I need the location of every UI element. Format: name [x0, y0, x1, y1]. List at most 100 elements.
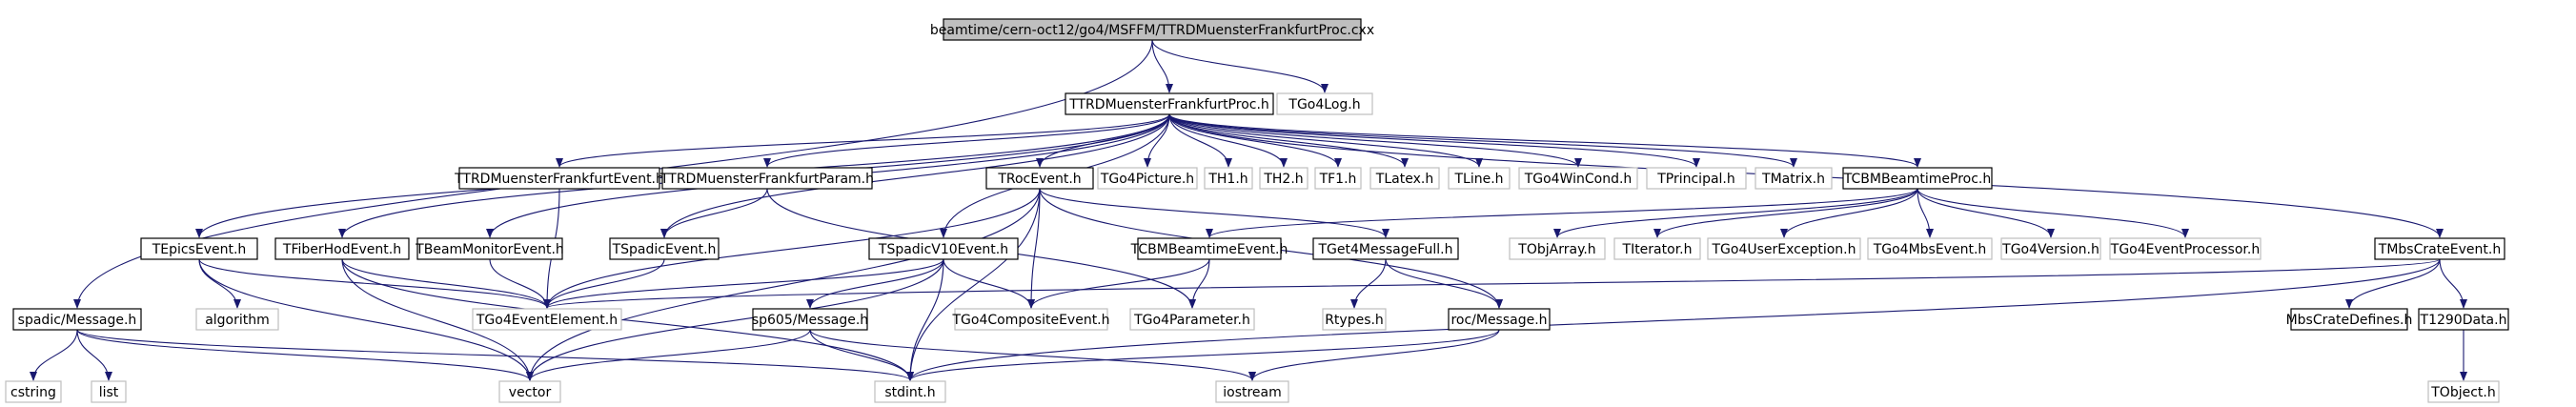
node-label: TGo4EventElement.h [476, 313, 618, 328]
edge-proc_h-to-troc [1036, 113, 1170, 168]
node-box [1867, 237, 1993, 260]
node-titerator-h: TIterator.h [1613, 237, 1701, 260]
node-box [2000, 237, 2101, 260]
node-stdint-h: stdint.h [874, 380, 946, 403]
edge-tmbscrate-to-t1290 [2439, 258, 2467, 309]
edge-sp605-to-iostream [809, 329, 1256, 381]
node-th1-h: TH1.h [1204, 167, 1253, 190]
node-label: TPrincipal.h [1656, 172, 1735, 187]
edge-troc-to-stdint [906, 188, 1041, 381]
edge-tspadic_event-to-go4eventelement [543, 258, 665, 309]
node-tmbscrateevent-h[interactable]: TMbsCrateEvent.h [2374, 237, 2505, 260]
node-tspadicv10event-h[interactable]: TSpadicV10Event.h [868, 237, 1019, 260]
node-trocevent-h[interactable]: TRocEvent.h [985, 167, 1094, 190]
node-box [5, 380, 62, 403]
node-tgo4picture-h: TGo4Picture.h [1097, 167, 1198, 190]
node-mbscratedefines-h[interactable]: MbsCrateDefines.h [2286, 308, 2413, 331]
edge-tfiberhod-to-stdint [341, 258, 914, 381]
node-tgo4compositeevent-h: TGo4CompositeEvent.h [951, 308, 1110, 331]
node-label: TLatex.h [1375, 172, 1433, 187]
node-label: TEpicsEvent.h [152, 242, 247, 257]
node-box [458, 167, 660, 190]
node-label: MbsCrateDefines.h [2286, 313, 2413, 328]
edge-tcbm_proc-to-tobjarray [1553, 188, 1918, 238]
node-spadic-message-h[interactable]: spadic/Message.h [12, 308, 142, 331]
edge-tspadicv10-to-vector [526, 258, 944, 381]
node-box [416, 237, 563, 260]
node-ttrdmuensterfrankfurtparam-h[interactable]: TTRDMuensterFrankfurtParam.h [659, 167, 874, 190]
edge-proc_h-to-go4wincond [1168, 113, 1582, 168]
node-tgo4parameter-h: TGo4Parameter.h [1129, 308, 1255, 331]
node-box [1518, 167, 1638, 190]
node-label: Rtypes.h [1325, 313, 1384, 328]
edge-layer [30, 39, 2467, 381]
node-box [274, 237, 410, 260]
edge-troc-to-tget4 [1039, 188, 1389, 238]
edge-spadic_msg-to-list [76, 329, 112, 381]
node-tepicsevent-h[interactable]: TEpicsEvent.h [140, 237, 258, 260]
node-tgo4eventprocessor-h: TGo4EventProcessor.h [2109, 237, 2262, 260]
node-tgo4eventelement-h: TGo4EventElement.h [472, 308, 622, 331]
node-tcbmbeamtimeevent-h[interactable]: TCBMBeamtimeEvent.h [1130, 237, 1288, 260]
edge-troc-to-vector [526, 188, 1041, 381]
edge-proc_h-to-tcbm_proc [1168, 113, 1921, 168]
edge-proc_h-to-ttrd_event [556, 113, 1170, 168]
node-algorithm: algorithm [195, 308, 279, 331]
node-ttrdmuensterfrankfurtevent-h[interactable]: TTRDMuensterFrankfurtEvent.h [454, 167, 664, 190]
edge-tget4-to-rtypes [1350, 258, 1387, 309]
node-label: TObject.h [2430, 385, 2495, 400]
node-box [2427, 380, 2500, 403]
edge-tmbscrate-to-stdint [906, 258, 2441, 381]
edge-tcbm_proc-to-go4mbsevent [1917, 188, 1934, 238]
edge-tcbm_proc-to-go4eventproc [1917, 188, 2189, 238]
edge-tcbm_event-to-go4composite [1027, 258, 1210, 309]
node-label: TGo4CompositeEvent.h [951, 313, 1109, 328]
node-roc-message-h[interactable]: roc/Message.h [1448, 308, 1551, 331]
edge-ttrd_param-to-tspadic_event [660, 188, 768, 238]
node-tmatrix-h: TMatrix.h [1755, 167, 1833, 190]
node-tspadicevent-h[interactable]: TSpadicEvent.h [609, 237, 720, 260]
node-label: TSpadicEvent.h [612, 242, 717, 257]
node-label: TMatrix.h [1761, 172, 1825, 187]
edge-roc_msg-to-iostream [1248, 329, 1500, 381]
node-label: TGo4MbsEvent.h [1873, 242, 1987, 257]
node-label: roc/Message.h [1450, 313, 1547, 328]
node-label: TTRDMuensterFrankfurtParam.h [659, 172, 874, 187]
node-tcbmbeamtimeproc-h[interactable]: TCBMBeamtimeProc.h [1842, 167, 1993, 190]
node-box [1755, 167, 1833, 190]
node-label: TLine.h [1453, 172, 1503, 187]
node-box [140, 237, 258, 260]
node-box [1322, 308, 1387, 331]
node-box [1065, 92, 1274, 115]
node-tget4messagefull-h[interactable]: TGet4MessageFull.h [1312, 237, 1459, 260]
node-tbeammonitorevent-h[interactable]: TBeamMonitorEvent.h [415, 237, 564, 260]
node-label: TGo4UserException.h [1711, 242, 1856, 257]
node-tfiberhodevent-h[interactable]: TFiberHodEvent.h [274, 237, 410, 260]
edge-spadic_msg-to-vector [76, 329, 534, 381]
node-tf1-h: TF1.h [1314, 167, 1362, 190]
node-label: TGo4Log.h [1288, 97, 1360, 112]
node-tgo4wincond-h: TGo4WinCond.h [1518, 167, 1638, 190]
node-box [1137, 237, 1282, 260]
node-box [1314, 167, 1362, 190]
node-cstring: cstring [5, 380, 62, 403]
node-label: TF1.h [1319, 172, 1357, 187]
node-box [609, 237, 720, 260]
node-label: TGet4MessageFull.h [1317, 242, 1452, 257]
node-vector: vector [498, 380, 561, 403]
edge-troc-to-go4eventelement [543, 188, 1041, 309]
node-box [868, 237, 1019, 260]
node-label: TMbsCrateEvent.h [2378, 242, 2501, 257]
node-list: list [91, 380, 127, 403]
node-box [874, 380, 946, 403]
node-box [985, 167, 1094, 190]
edge-tmbscrate-to-mbscratedefs [2345, 258, 2441, 309]
edge-tget4-to-roc_msg [1385, 258, 1503, 309]
node-tline-h: TLine.h [1448, 167, 1511, 190]
edge-proc_h-to-tspadic_event [660, 113, 1170, 238]
node-ttrdmuensterfrankfurtproc-h[interactable]: TTRDMuensterFrankfurtProc.h [1065, 92, 1274, 115]
node-t1290data-h[interactable]: T1290Data.h [2418, 308, 2509, 331]
node-label: stdint.h [884, 385, 935, 400]
node-sp605-message-h[interactable]: sp605/Message.h [752, 308, 868, 331]
node-box [1215, 380, 1289, 403]
